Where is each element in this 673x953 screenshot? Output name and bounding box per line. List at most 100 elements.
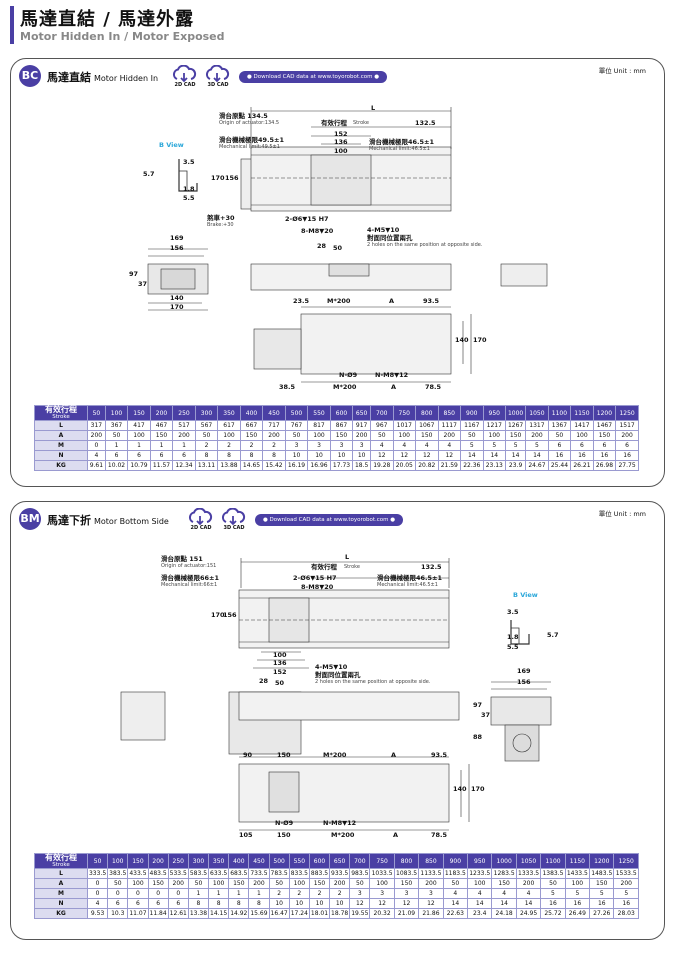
cad-2d-link[interactable]: 2D CAD [187,508,215,534]
cad-2d-label: 2D CAD [190,525,212,531]
panel-title-zh: 馬達直結 [47,71,91,84]
table-cell: 4 [467,888,493,899]
table-cell: 25.44 [547,460,572,471]
table-cell: 12 [415,450,439,461]
table-cell: 5 [540,888,566,899]
table-cell: 100 [564,878,591,889]
table-cell: 2 [308,888,331,899]
top-170: 170 [473,336,487,344]
table-cell: 5 [482,440,507,451]
stroke-col-header: 450 [262,405,286,421]
table-cell: 6 [592,440,617,451]
top-235: 23.5 [293,297,310,305]
stroke-col-header: 1200 [589,853,615,869]
top-a: A [391,751,397,759]
cad-3d-link[interactable]: 3D CAD [220,508,248,534]
table-cell: 200 [172,430,196,441]
row-label: A [34,878,88,889]
row-label: M [34,440,88,451]
table-cell: 15.69 [248,908,270,919]
stroke-col-header: 600 [308,853,331,869]
table-cell: 16.96 [307,460,331,471]
header-accent-bar [10,6,14,44]
table-cell: 22.36 [460,460,484,471]
table-cell: 1183.5 [442,868,469,879]
cad-3d-label: 3D CAD [223,525,245,531]
stroke-zh: 有效行程 [321,119,347,127]
table-cell: 1117 [437,420,462,431]
row-label: L [34,868,88,879]
cad-3d-link[interactable]: 3D CAD [204,65,232,91]
table-cell: 10 [329,898,351,909]
n-9: N-Ø9 [339,371,358,379]
bot-785: 78.5 [425,383,442,391]
stroke-col-header: 1000 [491,853,517,869]
table-cell: 10 [268,898,290,909]
table-cell: 50 [460,430,484,441]
bot-m200: M*200 [333,383,357,391]
table-cell: 25.72 [540,908,566,919]
table-cell: 12 [392,450,417,461]
table-cell: 0 [147,888,169,899]
table-cell: 11.07 [127,908,149,919]
download-cad-link[interactable]: ● Download CAD data at www.toyorobot.com… [239,71,388,83]
table-cell: 150 [228,878,250,889]
stroke-col-header: 850 [418,853,444,869]
n-m8: N-M8▼12 [323,819,357,827]
stroke-col-header: 700 [349,853,371,869]
table-cell: 14 [525,450,549,461]
panel-code-badge: BM [19,508,41,530]
dim-18: 1.8 [507,633,519,641]
table-cell: 4 [370,440,394,451]
table-cell: 16 [540,898,566,909]
stroke-col-header: 800 [393,853,420,869]
origin-zh: 滑台原點 134.5 [219,112,268,120]
table-cell: 11.84 [147,908,169,919]
table-cell: 14 [460,450,484,461]
table-cell: 150 [592,430,617,441]
table-cell: 933.5 [329,868,351,879]
table-cell: 3 [307,440,331,451]
stroke-col-header: 600 [329,405,354,421]
table-cell: 27.75 [615,460,639,471]
table-cell: 200 [525,430,549,441]
table-cell: 433.5 [127,868,149,879]
table-cell: 1 [248,888,270,899]
table-cell: 683.5 [228,868,250,879]
dim-100: 100 [273,651,287,659]
table-cell: 0 [167,888,189,899]
table-cell: 150 [393,878,420,889]
table-cell: 1 [127,440,151,451]
table-cell: 1 [149,440,174,451]
table-cell: 6 [547,440,572,451]
dim-1325: 132.5 [415,119,436,127]
table-cell: 5 [564,888,591,899]
table-cell: 50 [187,878,210,889]
table-cell: 1417 [570,420,594,431]
table-cell: 18.78 [329,908,351,919]
end-169: 169 [170,234,184,242]
cloud-download-icon [221,508,246,526]
table-cell: 200 [437,430,462,441]
stroke-col-header: 250 [172,405,196,421]
stroke-col-header: 700 [370,405,394,421]
table-cell: 1533.5 [613,868,639,879]
same-holes-en: 2 holes on the same position at opposite… [367,242,483,248]
table-cell: 3 [352,440,372,451]
table-cell: 1233.5 [467,868,493,879]
table-cell: 0 [107,888,129,899]
stroke-col-header: 1000 [505,405,527,421]
table-cell: 16.19 [284,460,309,471]
dim-136: 136 [334,138,348,146]
cad-2d-link[interactable]: 2D CAD [171,65,199,91]
stroke-col-header: 1100 [547,405,572,421]
table-cell: 8 [262,450,286,461]
table-cell: 150 [491,878,517,889]
table-cell: 10 [307,450,331,461]
table-cell: 12 [437,450,462,461]
table-cell: 3 [329,440,354,451]
download-cad-link[interactable]: ● Download CAD data at www.toyorobot.com… [255,514,404,526]
